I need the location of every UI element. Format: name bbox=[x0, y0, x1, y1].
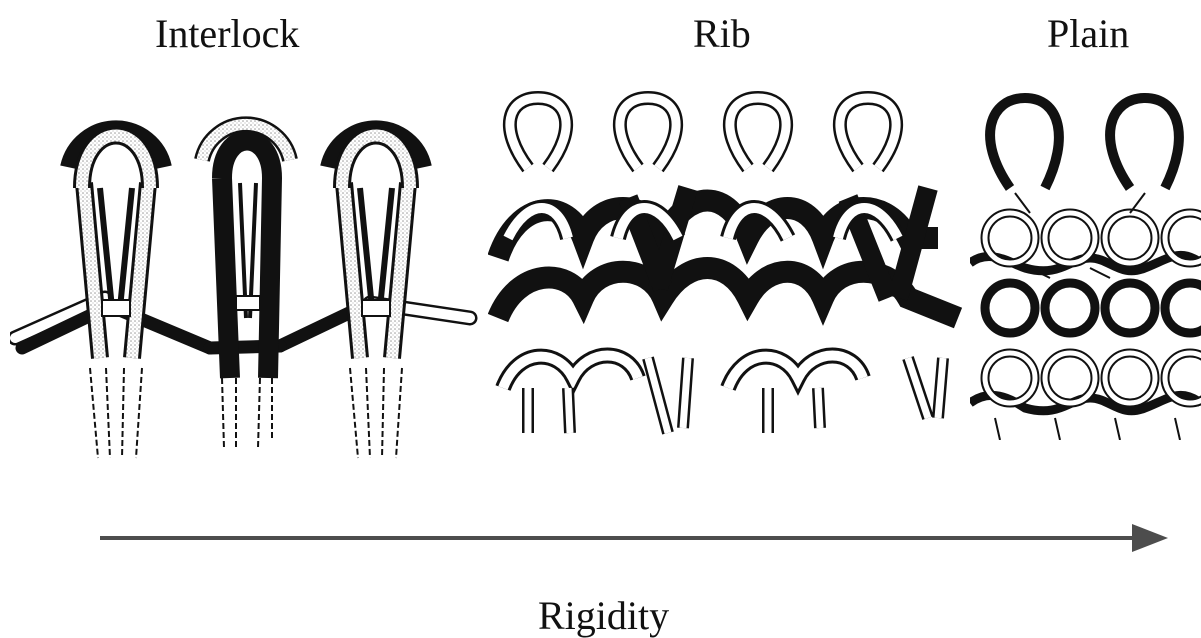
rigidity-axis-label: Rigidity bbox=[538, 596, 669, 636]
rib-black-course bbox=[498, 188, 958, 318]
plain-label: Plain bbox=[1047, 14, 1129, 54]
interlock-knit-illustration bbox=[10, 88, 480, 468]
interlock-wale-1 bbox=[72, 132, 160, 458]
rib-white-courses bbox=[503, 208, 943, 433]
interlock-wale-2 bbox=[202, 124, 290, 448]
rib-label: Rib bbox=[693, 14, 751, 54]
interlock-wale-3 bbox=[332, 132, 420, 458]
rib-knit-illustration bbox=[488, 88, 966, 440]
plain-knit-illustration bbox=[970, 88, 1201, 440]
plain-white-loops bbox=[985, 193, 1201, 440]
rib-knit-svg bbox=[488, 88, 966, 440]
plain-knit-svg bbox=[970, 88, 1201, 440]
rigidity-arrow-svg bbox=[100, 518, 1170, 558]
rib-top-loops bbox=[510, 98, 896, 168]
interlock-knit-svg bbox=[10, 88, 480, 468]
rigidity-arrow bbox=[100, 518, 1170, 558]
interlock-label: Interlock bbox=[155, 14, 299, 54]
plain-top-loops bbox=[990, 98, 1179, 188]
